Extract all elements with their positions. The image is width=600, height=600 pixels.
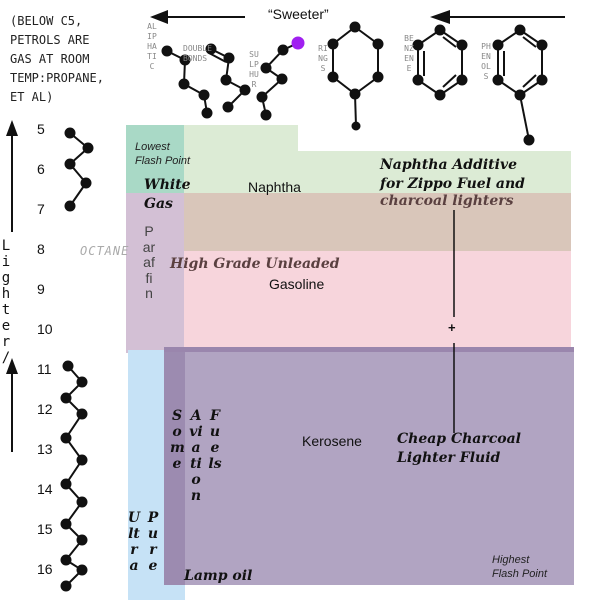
aliphatic-chain-icon xyxy=(161,45,213,119)
sweeter-arrow-right-icon xyxy=(430,10,565,24)
white-gas-label: White Gas xyxy=(144,177,191,212)
carbon-number-15: 15 xyxy=(37,521,53,537)
carbon-number-8: 8 xyxy=(37,241,45,257)
carbon-number-14: 14 xyxy=(37,481,53,497)
ring-structure-icon xyxy=(327,21,384,131)
label-aliphatic: ALIPHATIC xyxy=(147,22,157,71)
short-chain-icon xyxy=(64,127,94,212)
kerosene-region xyxy=(164,347,574,585)
carbon-number-6: 6 xyxy=(37,161,45,177)
label-phenols: PHENOLS xyxy=(481,42,491,81)
octane-label: OCTANE xyxy=(80,244,130,258)
molecule-structures xyxy=(161,21,548,146)
lighter-shorter-label: Lighter/ Shorter xyxy=(0,238,14,366)
carbon-number-7: 7 xyxy=(37,201,45,217)
kerosene-dark-strip xyxy=(164,347,185,585)
sweeter-label: “Sweeter” xyxy=(268,6,329,22)
sulphur-atom-icon xyxy=(291,36,305,50)
gasoline-label: Gasoline xyxy=(269,276,325,292)
aviation-label: Aviation xyxy=(189,408,203,504)
paraffin-region xyxy=(126,193,184,353)
carbon-number-13: 13 xyxy=(37,441,53,457)
long-chain-icon xyxy=(60,360,88,592)
some-label: Some xyxy=(170,408,185,472)
kerosene-top-edge xyxy=(164,347,574,352)
lowest-flash-point: Lowest Flash Point xyxy=(135,141,191,167)
carbon-number-10: 10 xyxy=(37,321,53,337)
gasoline-region xyxy=(126,251,571,353)
carbon-number-9: 9 xyxy=(37,281,45,297)
connector-line xyxy=(453,210,455,433)
label-sulphur: SULPHUR xyxy=(249,50,259,89)
carbon-number-5: 5 xyxy=(37,121,45,137)
naphtha-label: Naphtha xyxy=(248,179,301,195)
ultra-label: Ultra xyxy=(127,510,141,574)
highest-flash-point: Highest Flash Point xyxy=(492,554,548,580)
label-double-bonds: DOUBLE BONDS xyxy=(183,44,212,63)
plus-sign: + xyxy=(448,320,456,335)
sulphur-chain-icon xyxy=(256,36,305,121)
lighter-arrows xyxy=(6,120,18,452)
benzene-ring-icon xyxy=(412,24,468,101)
pure-label: Pure xyxy=(147,510,159,574)
up-arrow-top-icon xyxy=(6,120,18,232)
lamp-oil-label: Lamp oil xyxy=(184,568,253,584)
label-benzene: BENZENE xyxy=(404,34,414,73)
note-below-c5: (BELOW C5, PETROLS ARE GAS AT ROOM TEMP:… xyxy=(10,14,104,104)
phenol-ring-icon xyxy=(492,24,548,146)
cheap-charcoal-label: Cheap Charcoal Lighter Fluid xyxy=(397,431,521,466)
naphtha-region-right xyxy=(298,151,571,195)
label-rings: RINGS xyxy=(318,44,328,73)
white-gas-region xyxy=(126,125,184,195)
up-arrow-bottom-icon xyxy=(6,358,18,452)
carbon-number-16: 16 xyxy=(37,561,53,577)
sweeter-arrows xyxy=(150,10,565,24)
carbon-chains xyxy=(60,127,94,592)
double-bond-chain-icon xyxy=(205,43,251,113)
fuels-label: Fuels xyxy=(208,408,222,472)
carbon-number-12: 12 xyxy=(37,401,53,417)
paraffin-label: Paraffin xyxy=(142,223,156,301)
kerosene-label: Kerosene xyxy=(302,433,362,449)
carbon-number-11: 11 xyxy=(37,361,52,377)
high-grade-unleaded-label: High Grade Unleaded xyxy=(170,256,340,272)
naphtha-additive-label: Naphtha Additive for Zippo Fuel and xyxy=(380,157,525,192)
sweeter-arrow-left-icon xyxy=(150,10,245,24)
naphtha-gasoline-overlap xyxy=(126,193,571,251)
charcoal-lighters-label: charcoal lighters xyxy=(380,193,514,209)
